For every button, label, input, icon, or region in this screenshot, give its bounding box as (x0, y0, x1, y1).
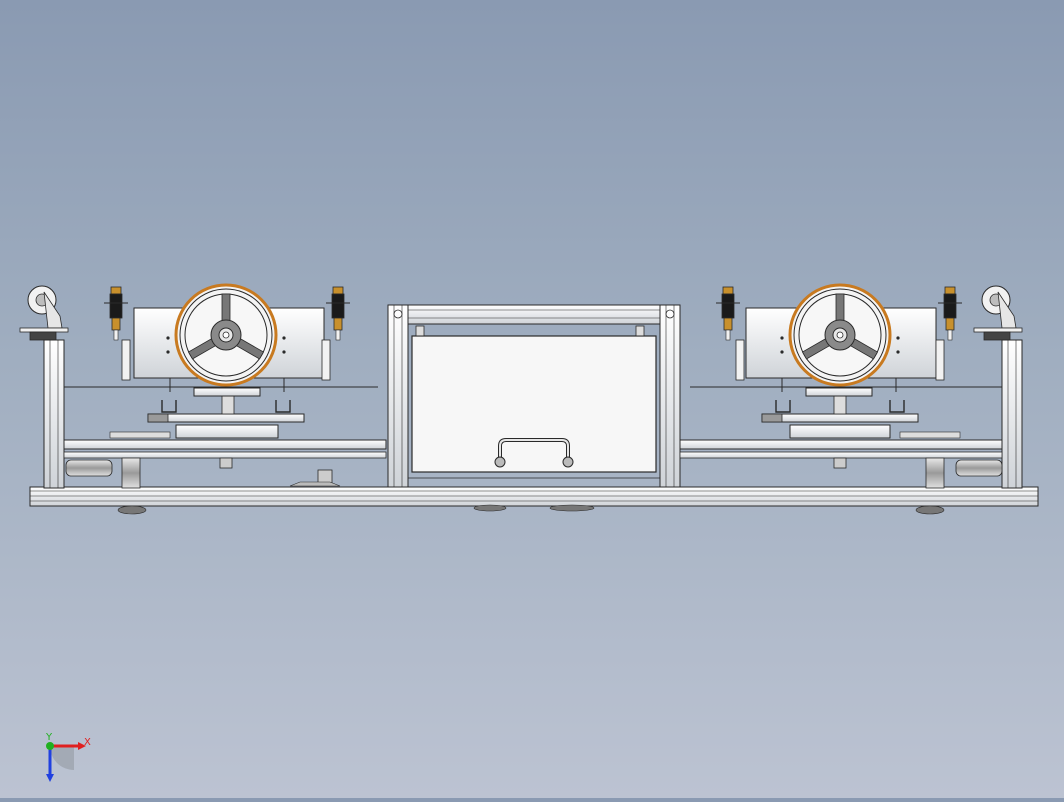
right-frame-bar[interactable] (679, 439, 1003, 450)
right-conveyor-assembly[interactable] (679, 283, 1023, 489)
left-conveyor-assembly[interactable] (19, 283, 387, 489)
center-cabinet[interactable] (387, 304, 681, 488)
axis-y-label: Y (45, 732, 53, 743)
cabinet-right-post[interactable] (659, 304, 681, 488)
drawer-front[interactable] (411, 335, 657, 473)
cabinet-left-post[interactable] (387, 304, 409, 488)
right-sensor-inner[interactable] (721, 286, 735, 341)
left-sensor-outer[interactable] (109, 286, 123, 341)
right-post[interactable] (1001, 339, 1023, 489)
right-drive-wheel[interactable] (788, 283, 892, 387)
cabinet-top-beam[interactable] (387, 304, 681, 325)
left-frame-bar[interactable] (63, 439, 387, 450)
left-sensor-inner[interactable] (331, 286, 345, 341)
axis-x-label: X (84, 737, 91, 748)
view-orientation-triad-icon[interactable]: X Y (45, 732, 91, 782)
left-post[interactable] (43, 339, 65, 489)
drawer-handle[interactable] (494, 438, 574, 468)
left-drive-wheel[interactable] (174, 283, 278, 387)
right-sensor-outer[interactable] (943, 286, 957, 341)
right-caster[interactable] (973, 285, 1023, 341)
base-rail[interactable] (29, 486, 1039, 515)
left-caster[interactable] (19, 285, 69, 341)
